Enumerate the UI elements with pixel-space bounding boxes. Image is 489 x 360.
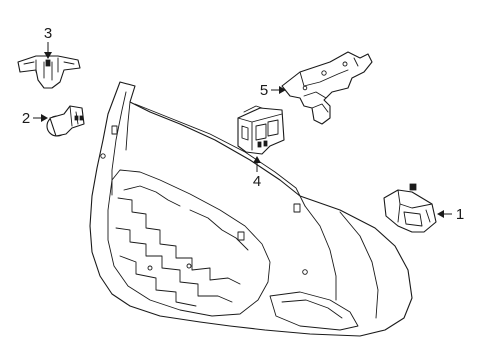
sensor-bracket bbox=[17, 55, 81, 89]
callout-2-number: 2 bbox=[22, 110, 30, 127]
callout-1-number: 1 bbox=[456, 206, 464, 223]
callout-3: 3 bbox=[44, 25, 52, 59]
callout-4-number: 4 bbox=[253, 173, 261, 190]
callout-4: 4 bbox=[253, 156, 261, 190]
module-bracket bbox=[281, 51, 373, 125]
parking-sensor bbox=[46, 105, 85, 137]
callout-3-number: 3 bbox=[44, 25, 52, 42]
callout-2: 2 bbox=[22, 110, 48, 127]
sensor-connector bbox=[383, 183, 437, 233]
bumper-cover bbox=[89, 81, 413, 337]
callout-5-number: 5 bbox=[260, 82, 268, 99]
control-module bbox=[237, 105, 285, 155]
callout-5: 5 bbox=[260, 82, 286, 99]
callout-1: 1 bbox=[437, 206, 464, 223]
